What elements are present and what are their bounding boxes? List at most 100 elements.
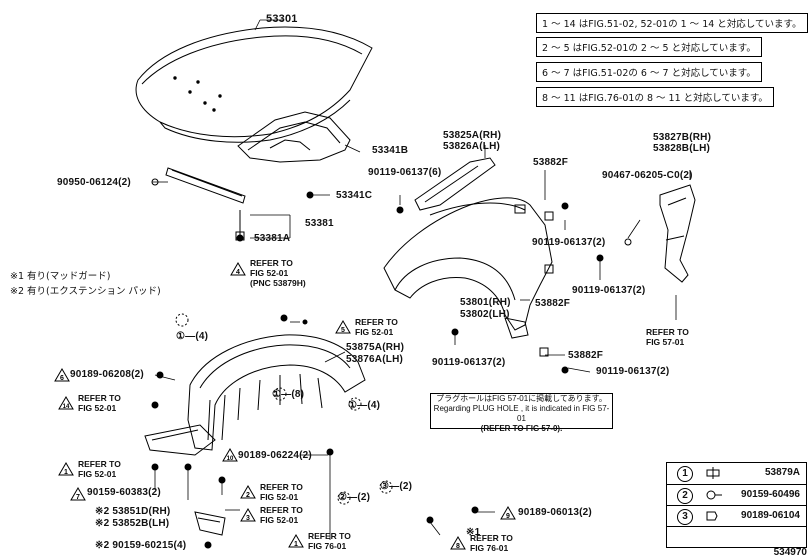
part-label-90119-06137-2a: 90119-06137(2) xyxy=(532,237,606,248)
part-label-90119-06137-2c: 90119-06137(2) xyxy=(432,357,506,368)
triangle-icon: 10 xyxy=(222,448,238,462)
extension-pad-drawing xyxy=(194,511,226,536)
refer-note-8-text: REFER TO FIG 76-01 xyxy=(470,533,513,553)
svg-text:1: 1 xyxy=(64,469,68,476)
part-label-90119-06137-2b: 90119-06137(2) xyxy=(572,285,646,296)
legend-row: 2 90159-60496 xyxy=(667,484,806,506)
triangle-icon: 3 xyxy=(240,508,256,522)
part-label-90950-06124: 90950-06124(2) xyxy=(57,177,131,188)
svg-text:10: 10 xyxy=(227,456,234,462)
part-label-53801: 53801(RH) xyxy=(460,297,511,308)
note-mud-guard: ※1 有り(マッドガード) xyxy=(10,271,111,282)
legend-number: 2 xyxy=(677,488,693,504)
triangle-icon: 9 xyxy=(500,506,516,520)
part-label-90189-06013: 90189-06013(2) xyxy=(518,507,592,518)
clip-icon xyxy=(706,467,720,479)
triangle-icon: 4 xyxy=(230,262,246,276)
figure-code: 534970 xyxy=(773,547,807,558)
fasteners xyxy=(151,178,604,549)
svg-text:9: 9 xyxy=(506,513,510,520)
refer-note-14-text: REFER TO FIG 52-01 xyxy=(78,393,121,413)
triangle-icon: 7 xyxy=(70,487,86,501)
note-extension-pad: ※2 有り(エクステンション パッド) xyxy=(10,286,161,297)
part-label-53882F-low: 53882F xyxy=(568,350,604,361)
triangle-icon: 1 xyxy=(58,462,74,476)
legend-number: 3 xyxy=(677,509,693,525)
correspondence-row-4: 8 ～ 11 はFIG.76-01の 8 ～ 11 と対応しています。 xyxy=(536,87,774,107)
part-label-53825A: 53825A(RH) xyxy=(443,130,502,141)
legend-part-number: 90159-60496 xyxy=(741,489,800,500)
part-label-53341B: 53341B xyxy=(372,145,409,156)
refer-note-fig57-text: REFER TO FIG 57-01 xyxy=(646,327,689,347)
fender-seal-drawing xyxy=(414,157,496,211)
refer-marker-7: 7 xyxy=(70,486,86,505)
part-label-90119-06137-6: 90119-06137(6) xyxy=(368,167,442,178)
svg-text:4: 4 xyxy=(236,269,240,276)
clip-callouts xyxy=(175,313,393,505)
part-label-53876A: 53876A(LH) xyxy=(346,354,404,365)
clip-callout-1-8: ①—(8) xyxy=(272,389,305,400)
part-label-53802: 53802(LH) xyxy=(460,309,510,320)
part-label-53381: 53381 xyxy=(305,218,334,229)
part-label-90189-06208: 90189-06208(2) xyxy=(70,369,144,380)
triangle-icon: 2 xyxy=(240,485,256,499)
legend-row-blank xyxy=(667,526,806,547)
part-label-53827B: 53827B(RH) xyxy=(653,132,712,143)
svg-text:6: 6 xyxy=(60,375,64,382)
svg-text:3: 3 xyxy=(246,515,250,522)
part-label-53341C: 53341C xyxy=(336,190,373,201)
part-label-53875A: 53875A(RH) xyxy=(346,342,405,353)
clip-callout-2-2: ②—(2) xyxy=(338,492,371,503)
refer-marker-9: 9 xyxy=(500,505,516,524)
part-label-53826A: 53826A(LH) xyxy=(443,141,501,152)
legend-row: 1 53879A xyxy=(667,463,806,484)
refer-note-5-text: REFER TO FIG 52-01 xyxy=(355,317,398,337)
part-label-90159-60215: ※2 90159-60215(4) xyxy=(95,540,187,551)
triangle-icon: 14 xyxy=(58,396,74,410)
part-label-53852B: ※2 53852B(LH) xyxy=(95,518,170,529)
refer-note-1a-text: REFER TO FIG 52-01 xyxy=(78,459,121,479)
part-label-90467-06205: 90467-06205-C0(2) xyxy=(602,170,693,181)
clip-callout-1-4a: ①—(4) xyxy=(176,331,209,342)
legend-part-number: 90189-06104 xyxy=(741,510,800,521)
note-star1: ※1 xyxy=(466,527,481,538)
part-label-90119-06137-2d: 90119-06137(2) xyxy=(596,366,670,377)
hood-drawing xyxy=(135,26,373,143)
part-label-53851D: ※2 53851D(RH) xyxy=(95,506,171,517)
refer-marker-10: 10 xyxy=(222,447,238,466)
svg-text:1: 1 xyxy=(294,541,298,548)
mud-guard-drawing xyxy=(144,424,216,456)
refer-note-2-text: REFER TO FIG 52-01 xyxy=(260,482,303,502)
part-label-53381A: 53381A xyxy=(254,233,291,244)
refer-note-4-text: REFER TO FIG 52-01 (PNC 53879H) xyxy=(250,258,306,288)
triangle-icon: 8 xyxy=(450,536,466,550)
plug-hole-note-en: Regarding PLUG HOLE , it is indicated in… xyxy=(433,404,610,423)
clip-callout-1-4b: ①—(4) xyxy=(348,400,381,411)
clip-legend-table: 1 53879A 2 90159-60496 3 90189-06104 xyxy=(666,462,807,548)
part-label-53882F-mid: 53882F xyxy=(535,298,571,309)
svg-text:7: 7 xyxy=(76,494,80,501)
hood-seal-drawing xyxy=(237,111,351,163)
correspondence-row-2: 2 ～ 5 はFIG.52-01の 2 ～ 5 と対応しています。 xyxy=(536,37,762,57)
refer-marker-6: 6 xyxy=(54,367,70,386)
plug-hole-note-ref: (REFER TO FIG 57-0). xyxy=(480,424,563,433)
screw-icon xyxy=(706,490,722,500)
legend-part-number: 53879A xyxy=(764,467,800,478)
clip-icon xyxy=(706,511,718,521)
svg-text:2: 2 xyxy=(246,492,250,499)
refer-note-3-text: REFER TO FIG 52-01 xyxy=(260,505,303,525)
correspondence-row-3: 6 ～ 7 はFIG.51-02の 6 ～ 7 と対応しています。 xyxy=(536,62,762,82)
svg-text:14: 14 xyxy=(63,404,70,410)
part-label-90189-06224: 90189-06224(2) xyxy=(238,450,312,461)
triangle-icon: 5 xyxy=(335,320,351,334)
svg-text:8: 8 xyxy=(456,543,460,550)
plug-hole-note-jp: プラグホールはFIG 57-01に掲載してあります。 xyxy=(436,394,607,403)
legend-number: 1 xyxy=(677,466,693,482)
triangle-icon: 1 xyxy=(288,534,304,548)
svg-text:5: 5 xyxy=(341,327,345,334)
correspondence-row-1: 1 ～ 14 はFIG.51-02, 52-01の 1 ～ 14 と対応していま… xyxy=(536,13,808,33)
legend-row: 3 90189-06104 xyxy=(667,505,806,527)
part-label-90159-60383: 90159-60383(2) xyxy=(87,487,161,498)
clip-callout-3-2: ③—(2) xyxy=(380,481,413,492)
